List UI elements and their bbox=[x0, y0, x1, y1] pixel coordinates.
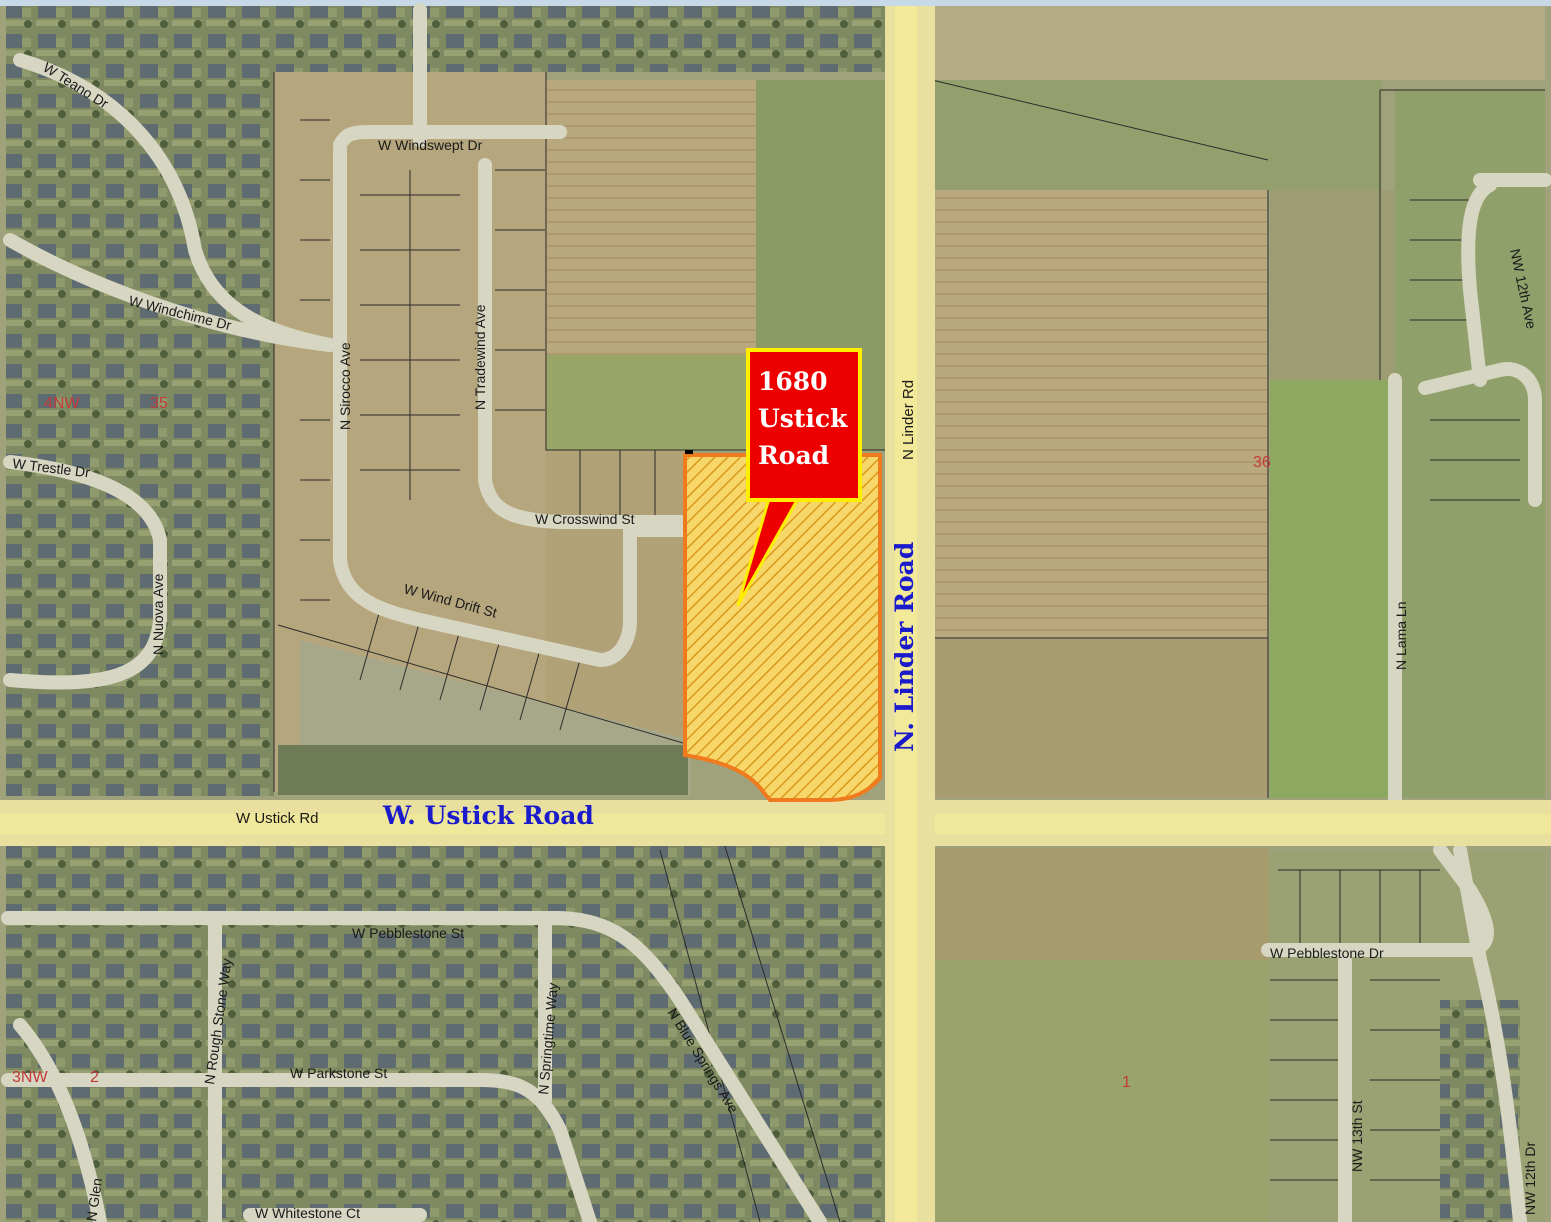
section-35: 35 bbox=[150, 395, 168, 412]
linder-road-centerline bbox=[895, 6, 917, 1222]
section-4nw: 4NW bbox=[44, 395, 80, 412]
label-nuova: N Nuova Ave bbox=[150, 573, 166, 655]
major-roads bbox=[0, 6, 1551, 1222]
section-3nw: 3NW bbox=[12, 1069, 48, 1086]
section-numbers: 4NW 35 36 3NW 2 1 bbox=[12, 395, 1271, 1091]
section-36: 36 bbox=[1253, 454, 1271, 471]
callout-line-3: Road bbox=[758, 441, 829, 470]
field-east bbox=[932, 190, 1268, 638]
label-whitestone: W Whitestone Ct bbox=[255, 1205, 360, 1221]
major-label-ustick: W. Ustick Road bbox=[382, 801, 594, 830]
field-north-green bbox=[546, 355, 756, 450]
major-label-linder: N. Linder Road bbox=[890, 542, 919, 752]
label-ustick-rd: W Ustick Rd bbox=[236, 810, 319, 827]
suburb-ne-top bbox=[932, 6, 1545, 80]
subject-site-parcel bbox=[683, 453, 882, 802]
pasture-green bbox=[1270, 380, 1395, 798]
ditch bbox=[278, 745, 688, 795]
callout-line-1: 1680 bbox=[758, 367, 828, 396]
section-1: 1 bbox=[1122, 1074, 1131, 1091]
label-tradewind: N Tradewind Ave bbox=[472, 304, 488, 410]
label-parkstone: W Parkstone St bbox=[290, 1065, 387, 1081]
ustick-road-centerline bbox=[0, 814, 1551, 834]
label-lama: N Lama Ln bbox=[1393, 602, 1409, 670]
label-crosswind: W Crosswind St bbox=[535, 511, 635, 527]
label-nw13-st: NW 13th St bbox=[1349, 1100, 1365, 1172]
label-sirocco: N Sirocco Ave bbox=[337, 342, 353, 430]
label-pebblestone-st: W Pebblestone St bbox=[352, 925, 464, 941]
map-top-frame bbox=[0, 0, 1551, 6]
callout-box bbox=[746, 348, 862, 502]
local-streets bbox=[1, 3, 1551, 1222]
farm-east bbox=[1270, 190, 1395, 380]
label-glen: N Glen bbox=[83, 1177, 105, 1222]
callout-line-2: Ustick bbox=[758, 404, 848, 433]
field-east-south bbox=[932, 638, 1268, 798]
label-windswept: W Windswept Dr bbox=[378, 137, 483, 153]
suburb-north-strip bbox=[180, 6, 900, 72]
label-nw12-dr: NW 12th Dr bbox=[1522, 1142, 1538, 1215]
label-linder-rd: N Linder Rd bbox=[900, 380, 917, 460]
suburb-southwest bbox=[6, 838, 886, 1222]
parcels-ne bbox=[1395, 90, 1545, 798]
site-callout: 1680 Ustick Road bbox=[736, 348, 862, 607]
section-2: 2 bbox=[90, 1069, 99, 1086]
green-southeast bbox=[932, 960, 1268, 1222]
parcels-southwest bbox=[546, 450, 686, 740]
label-pebblestone-dr: W Pebblestone Dr bbox=[1270, 945, 1384, 961]
